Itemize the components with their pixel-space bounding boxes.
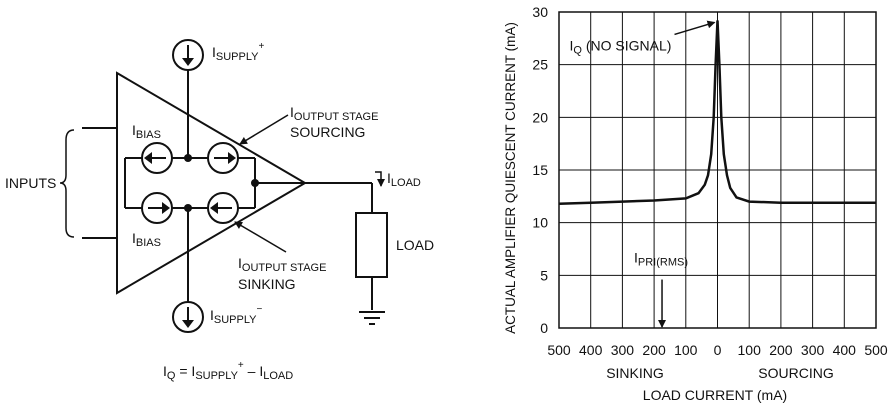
current-source-left-icon — [207, 192, 239, 224]
ipri-annotation: IPRI(RMS) — [634, 250, 688, 269]
x-tick-label: 100 — [738, 342, 762, 358]
sourcing-pointer-arrow — [239, 114, 289, 145]
y-tick-label: 15 — [532, 162, 548, 178]
chart-grid — [558, 11, 877, 329]
load-resistor — [355, 212, 388, 278]
x-side-label-sourcing: SOURCING — [758, 365, 833, 381]
x-tick-label: 300 — [611, 342, 635, 358]
x-tick-label: 500 — [547, 342, 571, 358]
amplifier-triangle — [116, 71, 307, 295]
current-source-left-icon — [141, 142, 173, 174]
y-tick-label: 5 — [540, 267, 548, 283]
y-tick-label: 10 — [532, 215, 548, 231]
current-source-down-icon — [172, 39, 204, 71]
quiescent-equation: IQ = ISUPPLY+ – ILOAD — [163, 360, 293, 382]
junction-dots — [184, 154, 259, 212]
junction-bottom — [184, 204, 192, 212]
y-axis-label: ACTUAL AMPLIFIER QUIESCENT CURRENT (mA) — [503, 22, 518, 334]
x-tick-label: 400 — [833, 342, 857, 358]
x-axis-label: LOAD CURRENT (mA) — [643, 387, 787, 403]
no-signal-arrow — [674, 20, 716, 36]
bias-top-label: IBIAS — [132, 122, 161, 141]
x-tick-label: 300 — [801, 342, 825, 358]
no-signal-annotation: IQ (NO SIGNAL) — [570, 37, 672, 56]
inputs-label: INPUTS — [5, 175, 56, 191]
x-tick-label: 0 — [714, 342, 722, 358]
output-sourcing-label: IOUTPUT STAGE — [290, 104, 378, 123]
bias-bottom-label: IBIAS — [132, 230, 161, 249]
series-line — [558, 20, 876, 205]
x-tick-label: 400 — [579, 342, 603, 358]
plot-frame — [558, 11, 877, 329]
junction-top — [184, 154, 192, 162]
quiescent-current-chart: 0 5 10 15 20 25 30 500 400 300 200 100 0 100 200 300 40… — [503, 4, 888, 403]
inputs-brace — [59, 129, 75, 238]
output-sinking-label: IOUTPUT STAGE — [238, 255, 326, 274]
supply-pos-label: ISUPPLY+ — [212, 41, 264, 63]
iload-arrow — [375, 171, 385, 187]
x-tick-label: 200 — [642, 342, 666, 358]
junction-output — [251, 179, 259, 187]
x-tick-labels: 500 400 300 200 100 0 100 200 300 400 500 — [547, 342, 888, 358]
supply-neg-label: ISUPPLY− — [210, 304, 262, 326]
x-side-label-sinking: SINKING — [606, 365, 664, 381]
output-sinking-line2: SINKING — [238, 276, 296, 292]
x-tick-label: 500 — [864, 342, 888, 358]
current-source-down-icon — [172, 301, 204, 333]
current-source-right-icon — [207, 142, 239, 174]
current-source-right-icon — [141, 192, 173, 224]
y-tick-label: 0 — [540, 320, 548, 336]
amplifier-schematic — [59, 70, 388, 310]
y-tick-labels: 0 5 10 15 20 25 30 — [532, 4, 548, 336]
y-tick-label: 30 — [532, 4, 548, 20]
load-label: LOAD — [396, 237, 434, 253]
y-tick-label: 25 — [532, 57, 548, 73]
x-tick-label: 200 — [769, 342, 793, 358]
y-tick-label: 20 — [532, 109, 548, 125]
output-sourcing-line2: SOURCING — [290, 124, 365, 140]
x-tick-label: 100 — [674, 342, 698, 358]
ground-icon — [359, 311, 385, 325]
sinking-pointer-arrow — [234, 221, 287, 253]
iload-label: ILOAD — [387, 170, 421, 189]
